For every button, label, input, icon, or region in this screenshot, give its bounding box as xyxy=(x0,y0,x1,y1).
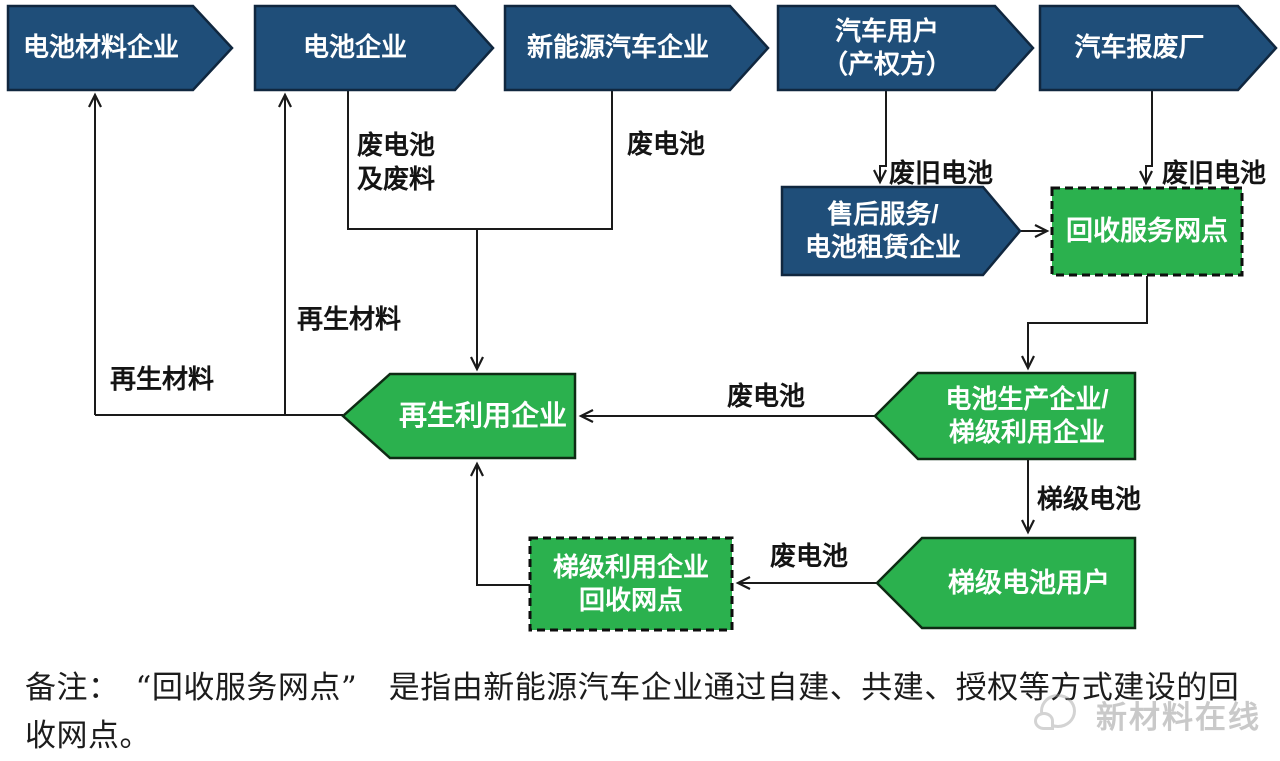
edge-cascade-network-to-regen xyxy=(470,461,530,586)
edge-scrapyard-to-recycle-network xyxy=(1139,91,1153,186)
node-regen-shape xyxy=(341,372,577,460)
node-recycle-network-shape xyxy=(1050,186,1244,277)
node-car-scrapyard-shape xyxy=(1038,4,1278,92)
node-nev-maker-shape xyxy=(503,4,770,92)
node-producer-cascade-shape xyxy=(873,371,1137,461)
watermark-logo-icon xyxy=(1032,692,1076,730)
footnote-text: 备注： “回收服务网点” 是指由新能源汽车企业通过自建、共建、授权等方式建设的回… xyxy=(25,670,1240,755)
edge-recycle-network-to-producer xyxy=(1021,276,1148,371)
edge-makers-waste-trunk xyxy=(347,91,613,230)
node-battery-material-shape xyxy=(6,4,234,92)
node-aftersales-shape xyxy=(780,185,1022,277)
edge-car-user-to-aftersales xyxy=(873,91,887,185)
node-battery-maker-shape xyxy=(253,4,495,92)
node-car-user-shape xyxy=(776,4,1035,92)
node-cascade-user-shape xyxy=(875,536,1137,630)
node-cascade-network-shape xyxy=(528,536,734,632)
